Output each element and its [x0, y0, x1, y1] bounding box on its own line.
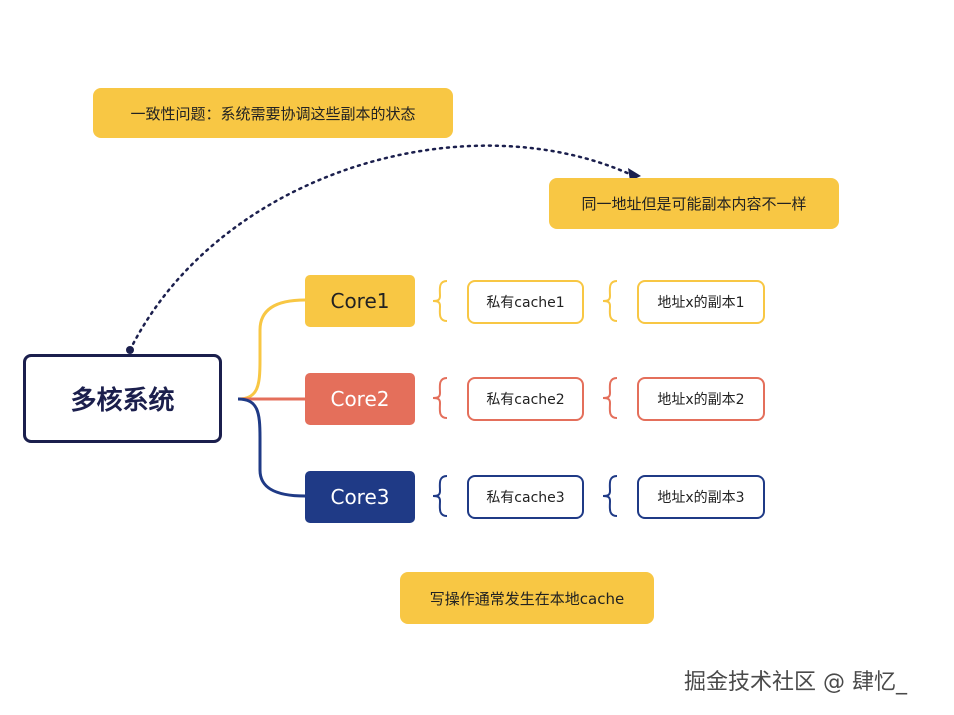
write-local-note: 写操作通常发生在本地cache: [400, 572, 654, 624]
brace-cache1-copy: [602, 280, 618, 322]
brace-core1-cache: [432, 280, 448, 322]
brace-cache2-copy: [602, 377, 618, 419]
arrow-start-dot: [126, 346, 134, 354]
brace-core3-cache: [432, 475, 448, 517]
same-address-note: 同一地址但是可能副本内容不一样: [549, 178, 839, 229]
branch-core1: [237, 298, 306, 401]
core3-node: Core3: [305, 471, 415, 523]
cache2-node: 私有cache2: [467, 377, 584, 421]
watermark: 掘金技术社区 @ 肆忆_: [684, 670, 907, 695]
core2-node: Core2: [305, 373, 415, 425]
copy1-node: 地址x的副本1: [637, 280, 765, 324]
cache3-node: 私有cache3: [467, 475, 584, 519]
copy3-node: 地址x的副本3: [637, 475, 765, 519]
brace-cache3-copy: [602, 475, 618, 517]
root-node-multicore-system: 多核系统: [23, 354, 222, 443]
copy2-node: 地址x的副本2: [637, 377, 765, 421]
brace-core2-cache: [432, 377, 448, 419]
consistency-note: 一致性问题：系统需要协调这些副本的状态: [93, 88, 453, 138]
branch-core3: [237, 397, 306, 498]
core1-node: Core1: [305, 275, 415, 327]
arrow-head: [628, 168, 641, 181]
cache1-node: 私有cache1: [467, 280, 584, 324]
dotted-arrow-curve: [128, 144, 636, 352]
